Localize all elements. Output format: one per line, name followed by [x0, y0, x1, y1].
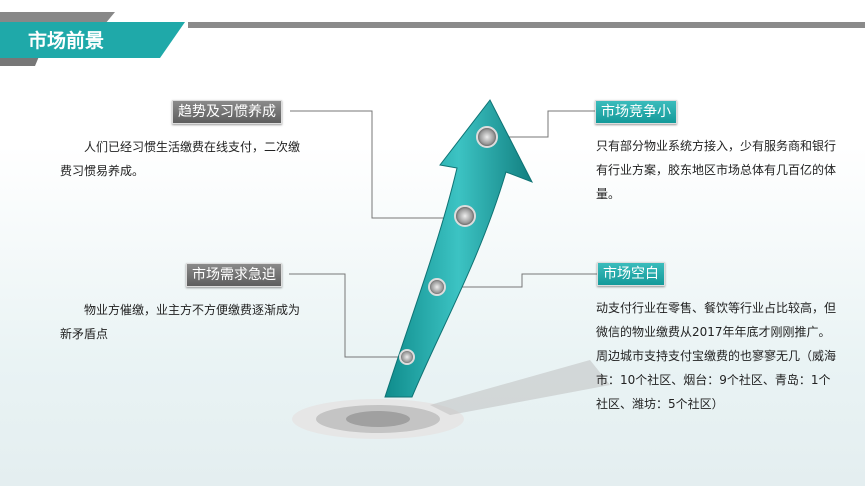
target-base: [292, 360, 610, 439]
arrow-button-4: [399, 349, 415, 365]
text-demand: 物业方催缴，业主方不方便缴费逐渐成为新矛盾点: [60, 303, 301, 341]
page-title: 市场前景: [28, 30, 105, 52]
text-competition: 只有部分物业系统方接入，少有服务商和银行有行业方案，胶东地区市场总体有几百亿的体…: [596, 139, 837, 201]
label-trend: 趋势及习惯养成: [172, 100, 282, 124]
text-blank: 动支付行业在零售、餐饮等行业占比较高，但微信的物业缴费从2017年年底才刚刚推广…: [596, 301, 837, 411]
connector-lines: [289, 110, 597, 358]
text-trend: 人们已经习惯生活缴费在线支付，二次缴费习惯易养成。: [60, 140, 301, 178]
arrow-button-3: [428, 278, 446, 296]
growth-arrow: [384, 99, 534, 398]
arrow-button-2: [454, 205, 476, 227]
label-blank: 市场空白: [597, 262, 665, 286]
arrow-buttons: [399, 126, 498, 365]
label-demand: 市场需求急迫: [186, 263, 282, 287]
arrow-button-1: [476, 126, 498, 148]
header-banner: [0, 12, 865, 66]
label-competition: 市场竞争小: [595, 100, 677, 124]
